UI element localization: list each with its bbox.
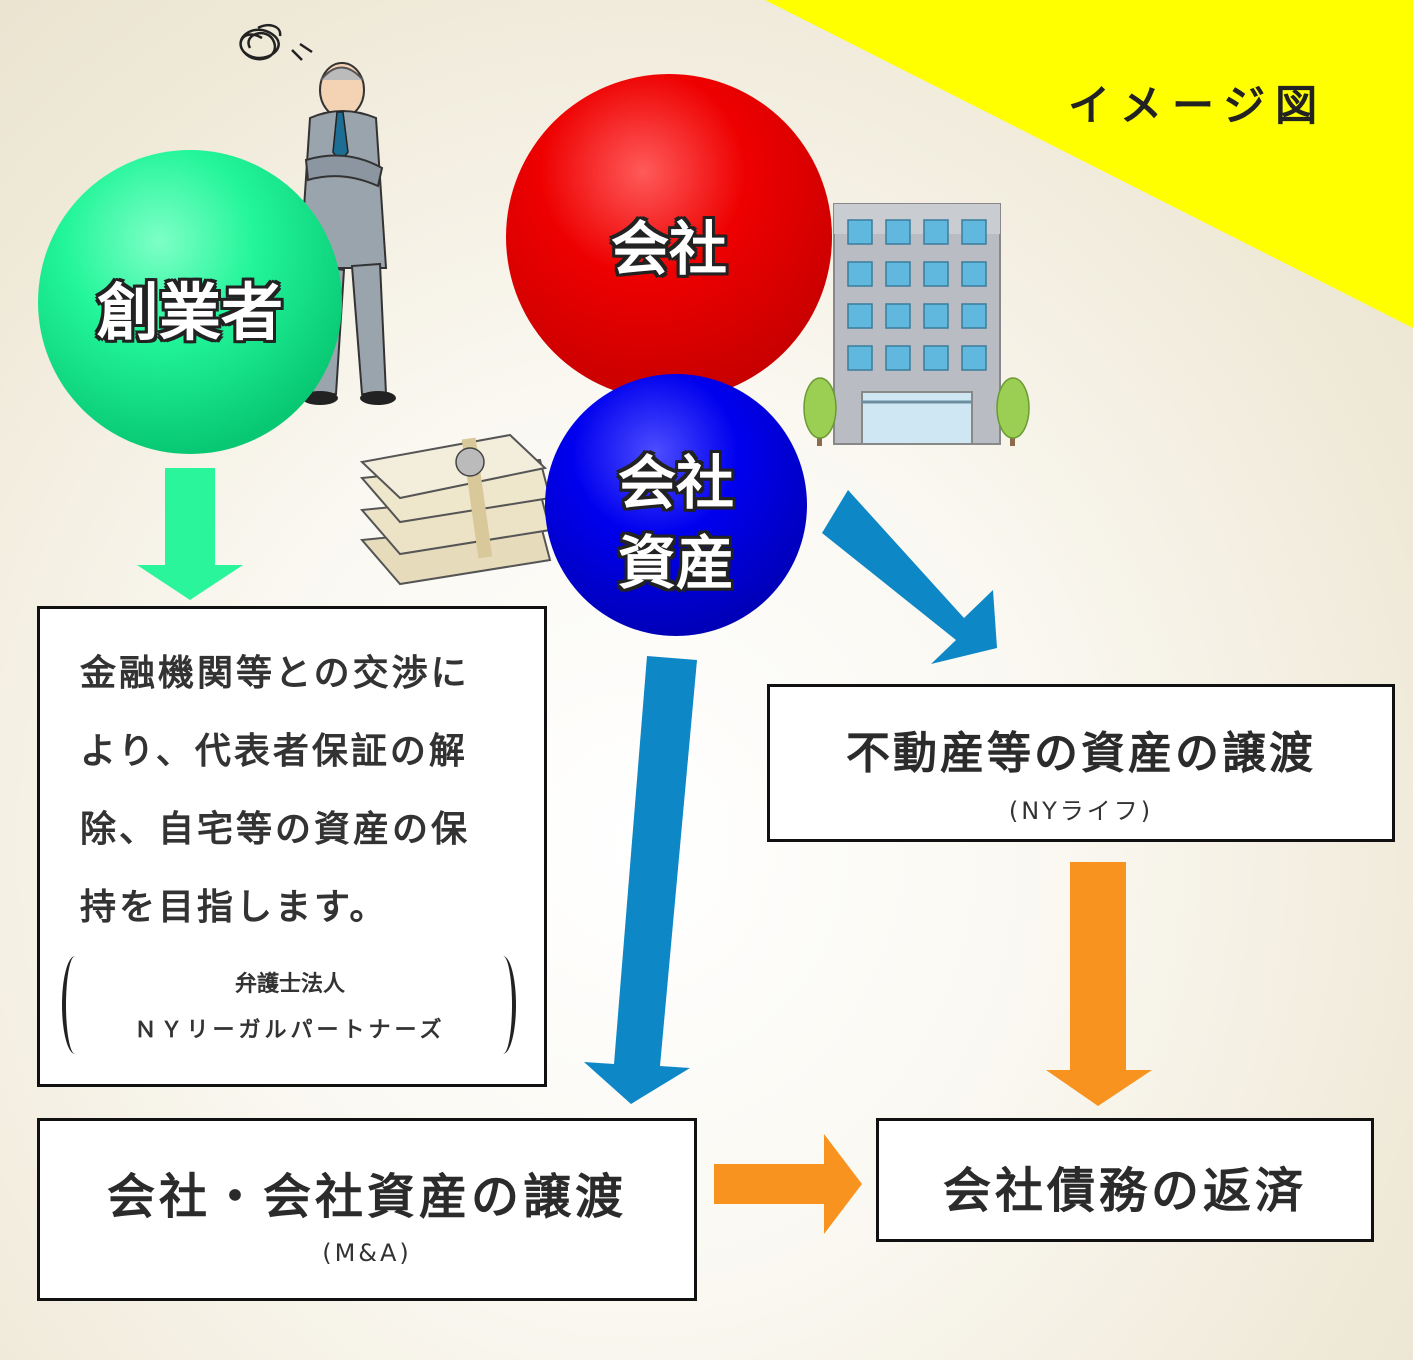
building-window [961, 219, 987, 245]
building-window [961, 345, 987, 371]
debt-repayment-title: 会社債務の返済 [942, 1163, 1307, 1219]
image-tag: イメージ図 [1068, 81, 1328, 130]
blue-arrow-to-real-estate [822, 490, 997, 664]
money-bundle-icon [359, 433, 552, 586]
building-window [847, 219, 873, 245]
ma-title: 会社・会社資産の譲渡 [106, 1169, 627, 1225]
real-estate-transfer-box: 不動産等の資産の譲渡 (NYライフ) [767, 684, 1395, 842]
orange-right-arrow [714, 1134, 862, 1234]
note-line: より、代表者保証の解 [80, 731, 468, 772]
founder-label: 創業者 [96, 276, 283, 349]
law-firm-name-2: ＮＹリーガルパートナーズ [134, 1018, 446, 1043]
building-window [923, 345, 949, 371]
real-estate-sub: (NYライフ) [1008, 797, 1154, 825]
law-firm-name-1: 弁護士法人 [234, 972, 345, 997]
right-parenthesis [490, 956, 516, 1054]
building-window [847, 303, 873, 329]
orange-down-arrow [1046, 862, 1152, 1106]
tree-icon [803, 377, 1030, 446]
founder-ball [38, 150, 342, 454]
note-line: 持を目指します。 [80, 887, 389, 928]
founder-note-box: 金融機関等との交渉に より、代表者保証の解 除、自宅等の資産の保 持を目指します… [37, 606, 547, 1087]
blue-arrow-to-ma [584, 656, 697, 1104]
building-window [923, 303, 949, 329]
building-window [885, 345, 911, 371]
building-window [923, 219, 949, 245]
building-window [847, 345, 873, 371]
building-window [961, 303, 987, 329]
real-estate-title: 不動産等の資産の譲渡 [846, 728, 1316, 779]
ma-transfer-box: 会社・会社資産の譲渡 (M&A) [37, 1118, 697, 1301]
company-assets-ball [545, 374, 807, 636]
yellow-corner [765, 0, 1413, 328]
building-window [885, 303, 911, 329]
company-label: 会社 [610, 215, 727, 283]
company-ball [506, 74, 832, 400]
company-assets-label-2: 資産 [617, 529, 734, 597]
debt-repayment-box: 会社債務の返済 [876, 1118, 1374, 1242]
note-line: 金融機関等との交渉に [80, 653, 470, 694]
green-down-arrow [137, 468, 243, 600]
left-parenthesis [62, 956, 88, 1054]
ma-sub: (M&A) [322, 1239, 412, 1267]
building-window [847, 261, 873, 287]
building-window [885, 261, 911, 287]
note-line: 除、自宅等の資産の保 [80, 809, 471, 850]
company-assets-label-1: 会社 [617, 449, 734, 517]
building-window [961, 261, 987, 287]
office-building-icon [833, 203, 1001, 445]
building-window [923, 261, 949, 287]
building-window [885, 219, 911, 245]
